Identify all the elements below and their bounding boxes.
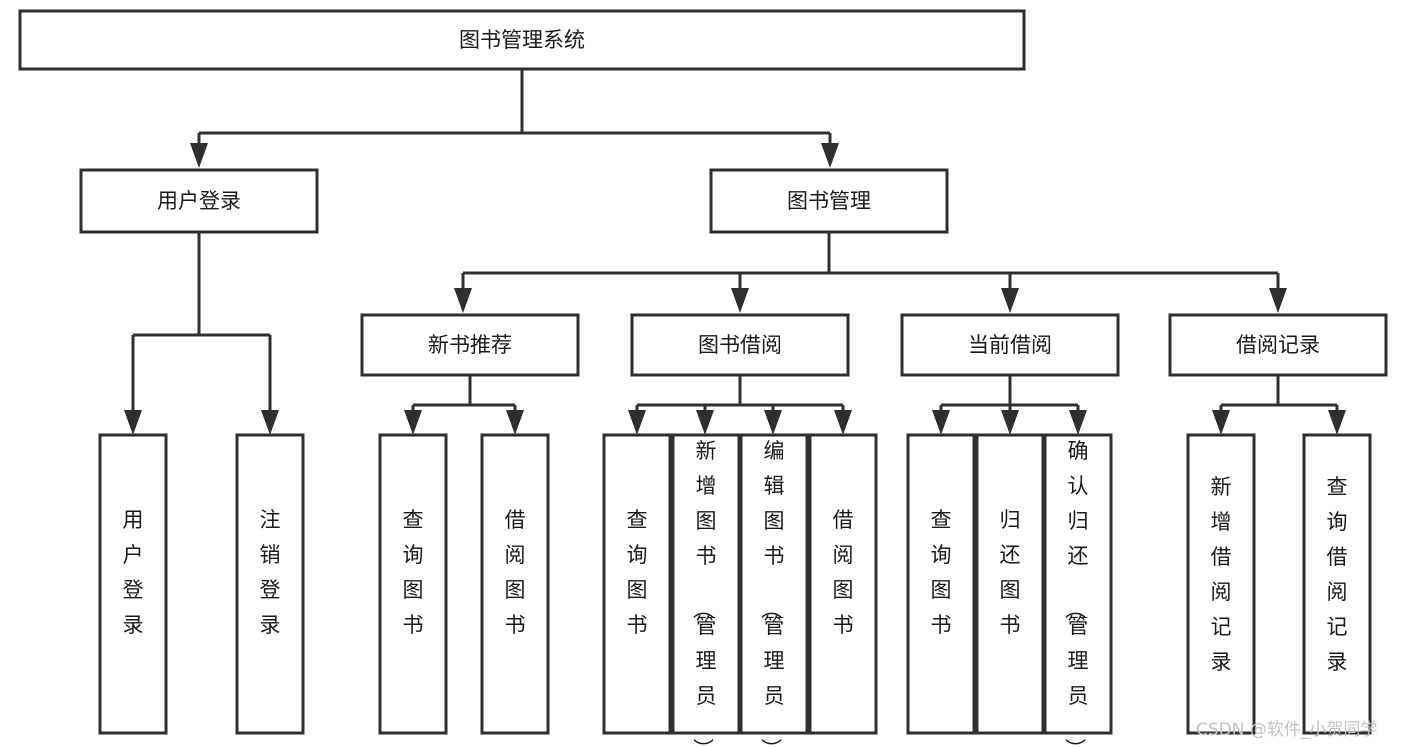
arrow-head-icon [124,410,142,435]
leaf-node-user-logout-box[interactable] [235,433,305,735]
leaf-node-confirm-return-admin-label: 确认归还（管理员） [1063,439,1089,747]
arrow-head-icon [190,143,208,168]
leaf-node-current-query-book-label: 查询图书 [931,508,952,637]
watermark-text: CSDN @软件_小贺同学 [1196,720,1377,740]
connector-current-borrow-to-leaves [932,375,1087,435]
connector-root-to-level2 [190,69,839,168]
leaf-node-edit-book-admin-label: 编辑图书（管理员） [759,439,785,747]
leaf-node-user-login-box[interactable] [98,433,168,735]
leaf-node-user-logout-label: 注销登录 [260,508,281,637]
arrow-head-icon [1212,410,1230,435]
arrow-head-icon [628,410,646,435]
leaf-node-recommend-query-book[interactable]: 查询图书 [378,433,448,735]
leaf-node-confirm-return-admin[interactable]: 确认归还（管理员） [1043,433,1113,747]
leaf-node-current-query-book[interactable]: 查询图书 [906,433,976,735]
leaf-node-query-borrow-record-box[interactable] [1302,433,1372,735]
arrow-head-icon [932,410,950,435]
node-book-borrow-label: 图书借阅 [698,333,782,357]
leaf-node-current-query-book-box[interactable] [906,433,976,735]
arrow-head-icon [261,410,279,435]
arrow-head-icon [1001,410,1019,435]
connector-borrow-record-to-leaves [1212,375,1346,435]
leaf-node-return-book[interactable]: 归还图书 [975,433,1045,735]
connector-book-management-to-level3 [454,232,1287,313]
leaf-node-borrow-query-book-label: 查询图书 [627,508,648,637]
arrow-head-icon [404,410,422,435]
node-current-borrow[interactable]: 当前借阅 [900,313,1120,377]
node-current-borrow-box[interactable] [900,313,1120,377]
leaf-node-user-logout[interactable]: 注销登录 [235,433,305,735]
arrow-head-icon [1069,410,1087,435]
node-borrow-record[interactable]: 借阅记录 [1168,313,1388,377]
node-user-login[interactable]: 用户登录 [79,168,319,234]
node-root-system[interactable]: 图书管理系统 [18,9,1026,71]
leaf-node-recommend-borrow-book-label: 借阅图书 [505,508,526,637]
node-new-book-recommend-label: 新书推荐 [428,333,512,357]
leaf-node-recommend-borrow-book[interactable]: 借阅图书 [480,433,550,735]
leaf-node-add-borrow-record-label: 新增借阅记录 [1211,475,1232,674]
leaf-node-recommend-borrow-book-box[interactable] [480,433,550,735]
leaf-node-borrow-query-book[interactable]: 查询图书 [602,433,672,735]
leaf-node-user-login[interactable]: 用户登录 [98,433,168,735]
leaf-node-borrow-borrow-book-box[interactable] [808,433,878,735]
leaf-node-confirm-return-admin-box[interactable] [1043,433,1113,735]
leaf-node-add-borrow-record-box[interactable] [1186,433,1256,735]
node-book-management[interactable]: 图书管理 [709,168,949,234]
leaf-node-add-borrow-record[interactable]: 新增借阅记录 [1186,433,1256,735]
leaf-node-recommend-query-book-label: 查询图书 [403,508,424,637]
leaf-node-borrow-query-book-box[interactable] [602,433,672,735]
leaf-node-edit-book-admin[interactable]: 编辑图书（管理员） [739,433,809,747]
arrow-head-icon [696,410,714,435]
node-root-system-label: 图书管理系统 [459,28,585,52]
arrow-head-icon [821,143,839,168]
connector-new-book-recommend-to-leaves [404,375,524,435]
node-user-login-box[interactable] [79,168,319,234]
leaf-node-edit-book-admin-box[interactable] [739,433,809,735]
leaf-node-query-borrow-record[interactable]: 查询借阅记录 [1302,433,1372,735]
leaf-node-recommend-query-book-box[interactable] [378,433,448,735]
node-borrow-record-label: 借阅记录 [1236,333,1320,357]
node-user-login-label: 用户登录 [157,189,241,213]
leaf-node-add-book-admin[interactable]: 新增图书（管理员） [671,433,741,747]
leaf-node-borrow-borrow-book-label: 借阅图书 [833,508,854,637]
arrow-head-icon [454,288,472,313]
node-current-borrow-label: 当前借阅 [968,333,1052,357]
arrow-head-icon [1001,288,1019,313]
arrow-head-icon [1328,410,1346,435]
arrow-head-icon [731,288,749,313]
arrow-head-icon [764,410,782,435]
node-new-book-recommend[interactable]: 新书推荐 [360,313,580,377]
connector-user-login-to-leaves [124,232,279,435]
leaf-node-add-book-admin-label: 新增图书（管理员） [691,439,717,747]
leaf-node-return-book-box[interactable] [975,433,1045,735]
leaf-node-query-borrow-record-label: 查询借阅记录 [1327,475,1348,674]
node-new-book-recommend-box[interactable] [360,313,580,377]
connector-book-borrow-to-leaves [628,375,852,435]
node-root-system-box[interactable] [18,9,1026,71]
node-book-borrow[interactable]: 图书借阅 [630,313,850,377]
leaf-node-user-login-label: 用户登录 [123,508,144,637]
leaf-node-borrow-borrow-book[interactable]: 借阅图书 [808,433,878,735]
arrow-head-icon [506,410,524,435]
arrow-head-icon [834,410,852,435]
leaf-node-return-book-label: 归还图书 [1000,508,1021,637]
node-book-management-label: 图书管理 [787,189,871,213]
leaf-node-add-book-admin-box[interactable] [671,433,741,735]
arrow-head-icon [1269,288,1287,313]
